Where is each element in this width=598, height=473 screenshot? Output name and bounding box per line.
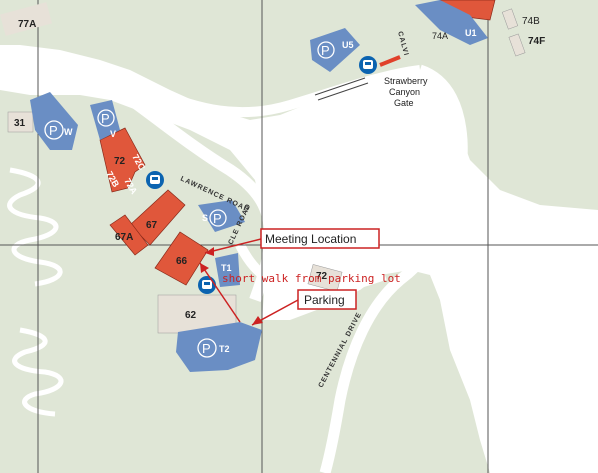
- label-66: 66: [176, 256, 188, 267]
- label-74a: 74A: [432, 31, 448, 41]
- meeting-arrow-head: [205, 247, 214, 256]
- building-66: [154, 231, 209, 286]
- walk-annotation: short walk from parking lot: [222, 272, 401, 285]
- parking-symbol-t2: P: [202, 341, 211, 356]
- parking-label-w: W: [64, 127, 73, 137]
- meeting-arrow: [204, 238, 262, 254]
- building-74b: [501, 8, 519, 30]
- label-67a: 67A: [115, 232, 133, 243]
- label-31: 31: [14, 118, 26, 129]
- building-31: [7, 111, 34, 133]
- building-74f: [508, 33, 526, 57]
- building-77a: [0, 2, 53, 36]
- label-72-east: 72: [316, 271, 328, 282]
- building-67a: [109, 214, 149, 256]
- walk-arrow-head: [200, 263, 209, 273]
- gate-bar: [379, 55, 401, 67]
- parking-label-t2: T2: [219, 344, 230, 354]
- meeting-location-callout: [260, 228, 380, 249]
- building-72: [99, 127, 146, 193]
- building-67: [129, 189, 186, 246]
- centennial-drive: [319, 64, 468, 473]
- parking-callout: [297, 289, 357, 310]
- parking-symbol-s: P: [213, 211, 222, 226]
- guard-rail: [317, 82, 369, 101]
- parking-label-v: V: [110, 129, 116, 139]
- building-72-east: [307, 264, 343, 292]
- label-62: 62: [185, 310, 197, 321]
- parking-t1: [215, 253, 240, 287]
- label-67: 67: [146, 220, 158, 231]
- label-74f: 74F: [528, 36, 545, 47]
- parking-label-u5: U5: [342, 40, 354, 50]
- parking-s: [198, 200, 245, 232]
- gate-label-line2: Canyon: [389, 87, 420, 97]
- parking-v: [90, 100, 120, 140]
- label-77a: 77A: [18, 19, 36, 30]
- gate-label-line1: Strawberry: [384, 76, 428, 86]
- parking-marker-v: P V: [97, 109, 116, 139]
- parking-marker-u5: P U5: [317, 40, 354, 59]
- bus-stop-icon: [146, 171, 164, 189]
- lower-switchback: [12, 327, 64, 417]
- parking-label: Parking: [304, 293, 345, 307]
- label-74b: 74B: [522, 16, 540, 27]
- bus-stop-icon: [359, 56, 377, 74]
- gate-label-line3: Gate: [394, 98, 414, 108]
- parking-t2: [176, 322, 262, 372]
- parking-u1: [415, 0, 488, 45]
- meeting-location-label: Meeting Location: [265, 232, 356, 246]
- parking-symbol-w: P: [49, 123, 58, 138]
- parking-marker-w: P W: [44, 120, 73, 140]
- parking-label-s: S: [202, 213, 208, 223]
- parking-arrow-head: [252, 316, 263, 325]
- upper-road: [0, 50, 421, 118]
- label-72: 72: [114, 156, 126, 167]
- switchback-trail: [7, 167, 63, 287]
- bus-stop-icon: [198, 276, 216, 294]
- lawrence-road: [76, 59, 277, 302]
- parking-symbol-v: P: [101, 111, 110, 126]
- parking-label-t1: T1: [221, 263, 232, 273]
- parking-label-u1: U1: [465, 28, 477, 38]
- parking-marker-t2: P T2: [197, 338, 230, 358]
- guard-rail: [314, 77, 366, 96]
- parking-u5: [310, 28, 360, 72]
- parking-symbol-u5: P: [321, 43, 330, 58]
- walk-arrow: [199, 262, 241, 323]
- parking-marker-s: P S: [202, 209, 227, 227]
